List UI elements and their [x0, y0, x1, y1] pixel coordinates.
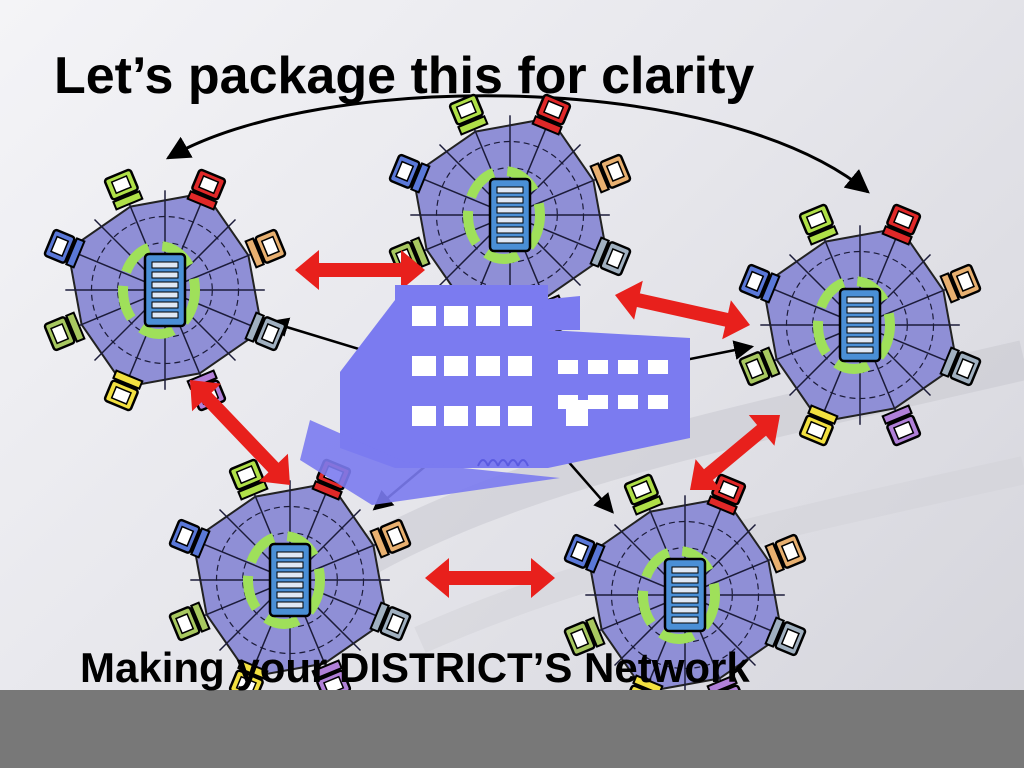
building-wing	[340, 300, 395, 468]
computer-icon	[531, 93, 572, 136]
building-window	[412, 406, 436, 426]
building-window	[648, 395, 668, 409]
computer-icon	[881, 404, 922, 447]
computer-icon	[103, 168, 144, 211]
building-window	[444, 306, 468, 326]
building-window	[444, 356, 468, 376]
computer-icon	[764, 616, 807, 657]
node-bottom-center	[563, 473, 807, 717]
computer-icon	[369, 518, 412, 559]
server-glow	[463, 166, 545, 264]
red-double-arrow	[425, 558, 555, 598]
red-double-arrow	[190, 380, 290, 485]
computer-icon	[706, 473, 747, 516]
computer-icon	[589, 236, 632, 277]
curved-black-arrow	[165, 94, 870, 194]
computer-icon	[186, 168, 227, 211]
building-window	[508, 356, 532, 376]
computer-icon	[563, 616, 606, 657]
building-window	[508, 406, 532, 426]
computer-icon	[764, 533, 807, 574]
server-glow	[638, 546, 720, 644]
computer-icon	[881, 203, 922, 246]
computer-icon	[589, 153, 632, 194]
slide-title: Let’s package this for clarity	[54, 47, 755, 105]
computer-icon	[798, 404, 839, 447]
building-window	[476, 356, 500, 376]
red-double-arrow	[690, 415, 780, 490]
building-window	[476, 306, 500, 326]
computer-icon	[369, 601, 412, 642]
red-double-arrow	[295, 250, 425, 290]
building-window	[648, 360, 668, 374]
building-window	[412, 356, 436, 376]
network-clusters	[43, 93, 982, 717]
building-window	[412, 306, 436, 326]
red-double-arrows	[190, 250, 780, 598]
building-window	[476, 406, 500, 426]
building-window	[618, 360, 638, 374]
node-bottom-left	[168, 458, 412, 702]
computer-icon	[738, 346, 781, 387]
building-door	[566, 400, 588, 426]
district-building	[300, 285, 690, 505]
server-glow	[243, 531, 325, 629]
computer-icon	[388, 153, 431, 194]
red-double-arrow	[615, 280, 750, 340]
computer-icon	[244, 228, 287, 269]
computer-icon	[103, 369, 144, 412]
node-right	[738, 203, 982, 447]
building-window	[618, 395, 638, 409]
node-top-left	[43, 168, 287, 412]
computer-icon	[798, 203, 839, 246]
building-window	[558, 360, 578, 374]
server-glow	[118, 241, 200, 339]
computer-icon	[939, 346, 982, 387]
computer-icon	[623, 473, 664, 516]
slide-subtitle: Making your DISTRICT’S Network	[80, 644, 750, 691]
computer-icon	[738, 263, 781, 304]
computer-icon	[168, 518, 211, 559]
computer-icon	[563, 533, 606, 574]
building-window	[588, 360, 608, 374]
computer-icon	[43, 311, 86, 352]
footer-band	[0, 690, 1024, 768]
server-glow	[813, 276, 895, 374]
building-window	[444, 406, 468, 426]
building-window	[588, 395, 608, 409]
computer-icon	[228, 458, 269, 501]
computer-icon	[448, 93, 489, 136]
building-window	[508, 306, 532, 326]
computer-icon	[43, 228, 86, 269]
computer-icon	[244, 311, 287, 352]
computer-icon	[168, 601, 211, 642]
building-plaza	[300, 420, 560, 505]
computer-icon	[939, 263, 982, 304]
node-top-center	[388, 93, 632, 337]
